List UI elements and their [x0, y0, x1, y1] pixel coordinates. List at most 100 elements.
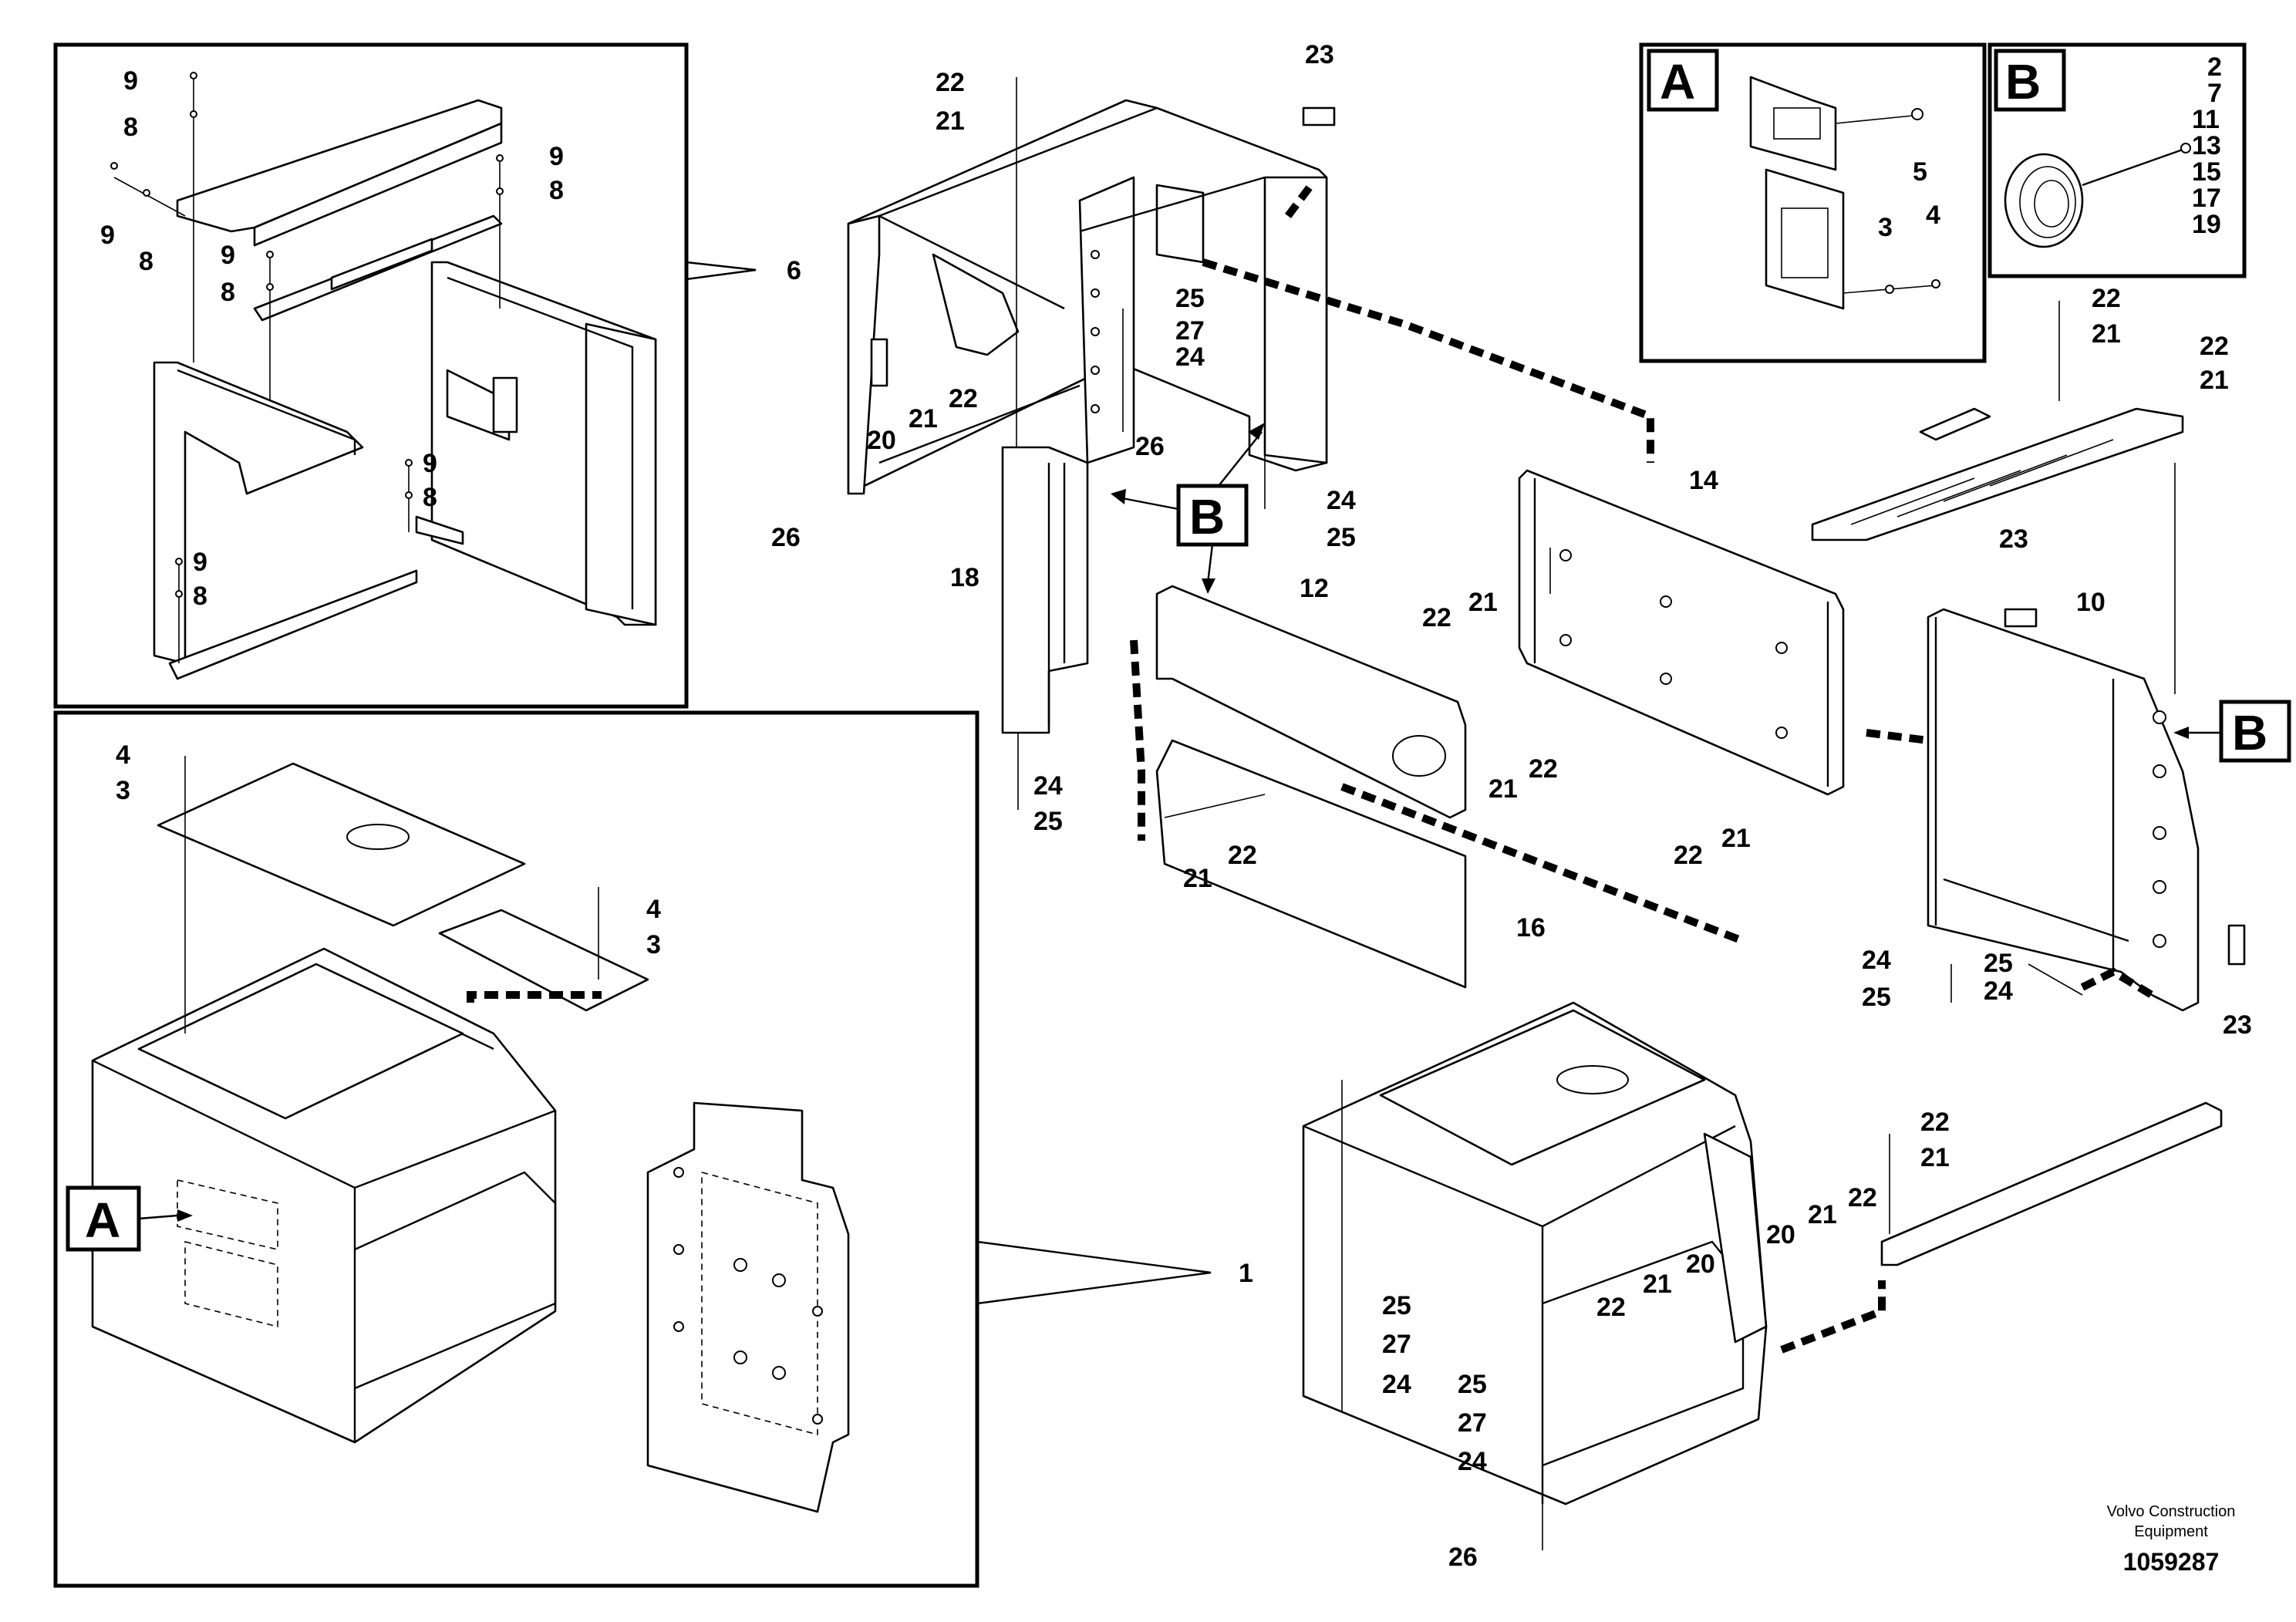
label-7: 7: [2207, 79, 2222, 108]
lower-inset-labels: 4 3 4 3: [116, 740, 661, 959]
label-22: 22: [1596, 1293, 1626, 1322]
label-9: 9: [423, 449, 437, 478]
label-20: 20: [1766, 1220, 1795, 1249]
footer: Volvo Construction Equipment 1059287: [2107, 1503, 2236, 1576]
label-26: 26: [1135, 432, 1165, 461]
label-22: 22: [936, 68, 965, 97]
label-4: 4: [646, 895, 661, 924]
callout-a-inset: A: [66, 1185, 193, 1252]
label-25: 25: [1175, 284, 1205, 313]
label-21: 21: [1920, 1143, 1950, 1172]
label-22: 22: [1848, 1183, 1877, 1212]
callout-letter: B: [2005, 54, 2041, 110]
label-8: 8: [193, 582, 207, 611]
label-8: 8: [123, 113, 138, 142]
main-exploded-view: B B 22 21 23 6 25 27 24 20 21: [771, 40, 2291, 1572]
upper-inset-labels: 9 8 9 8 9 8 9 8 9 8 9 8: [100, 66, 564, 611]
label-2: 2: [2207, 52, 2222, 82]
callout-letter: A: [85, 1192, 120, 1248]
label-3: 3: [1878, 213, 1893, 242]
label-4: 4: [116, 740, 130, 770]
label-14: 14: [1689, 466, 1718, 495]
label-24: 24: [1862, 946, 1891, 975]
label-22: 22: [1920, 1108, 1950, 1137]
label-21: 21: [909, 404, 938, 433]
label-13: 13: [2192, 131, 2221, 160]
label-27: 27: [1458, 1408, 1487, 1438]
label-12: 12: [1300, 574, 1329, 603]
label-27: 27: [1382, 1330, 1411, 1359]
company-name-line2: Equipment: [2134, 1523, 2208, 1540]
label-23: 23: [1999, 524, 2028, 554]
label-24: 24: [1033, 771, 1063, 801]
label-1: 1: [1239, 1259, 1253, 1288]
label-9: 9: [549, 142, 564, 171]
label-24: 24: [1175, 342, 1205, 372]
label-21: 21: [1468, 588, 1498, 617]
label-8: 8: [221, 278, 235, 307]
callout-b-main-left: B: [1111, 423, 1265, 594]
label-11: 11: [2192, 105, 2220, 134]
label-21: 21: [1808, 1200, 1837, 1229]
label-8: 8: [139, 247, 153, 276]
label-22: 22: [2200, 332, 2229, 361]
label-5: 5: [1913, 157, 1927, 187]
inset-connector: [976, 1240, 1212, 1305]
callout-b-main-right: B: [2173, 700, 2291, 763]
inset-connector: [686, 261, 757, 281]
label-20: 20: [1686, 1249, 1715, 1279]
label-9: 9: [193, 548, 207, 577]
label-27: 27: [1175, 316, 1205, 346]
label-25: 25: [1327, 523, 1356, 552]
label-21: 21: [2092, 319, 2121, 349]
label-21: 21: [936, 106, 965, 136]
label-15: 15: [2192, 157, 2221, 187]
label-18: 18: [950, 563, 979, 592]
label-23: 23: [2223, 1010, 2252, 1040]
callout-letter: B: [1189, 489, 1225, 545]
label-24: 24: [1984, 976, 2013, 1006]
label-25: 25: [1458, 1370, 1487, 1399]
label-25: 25: [1862, 983, 1891, 1012]
label-21: 21: [2200, 366, 2229, 395]
label-25: 25: [1382, 1291, 1411, 1320]
detail-box-a: A 5 3 4: [1639, 42, 1987, 363]
label-22: 22: [1228, 841, 1257, 870]
label-24: 24: [1458, 1447, 1487, 1476]
lower-inset-panel: A 4 3 4 3: [53, 710, 1212, 1588]
label-21: 21: [1183, 864, 1212, 893]
label-9: 9: [100, 221, 115, 250]
label-21: 21: [1489, 774, 1518, 804]
label-10: 10: [2076, 588, 2106, 617]
label-26: 26: [1448, 1543, 1478, 1572]
label-8: 8: [423, 483, 437, 512]
label-20: 20: [867, 426, 896, 455]
label-9: 9: [123, 66, 138, 96]
label-21: 21: [1721, 824, 1751, 853]
label-22: 22: [1529, 754, 1558, 784]
label-3: 3: [116, 776, 130, 805]
label-21: 21: [1643, 1270, 1672, 1299]
document-number: 1059287: [2123, 1548, 2220, 1576]
label-9: 9: [221, 241, 235, 270]
label-24: 24: [1327, 486, 1356, 515]
callout-letter: B: [2232, 705, 2267, 760]
company-name: Volvo Construction: [2107, 1503, 2236, 1520]
label-22: 22: [949, 384, 978, 413]
label-4: 4: [1926, 201, 1940, 230]
label-24: 24: [1382, 1370, 1411, 1399]
label-8: 8: [549, 176, 564, 205]
callout-letter: A: [1660, 54, 1695, 110]
label-19: 19: [2192, 210, 2221, 239]
label-6: 6: [787, 256, 801, 285]
label-22: 22: [1422, 603, 1451, 632]
upper-inset-panel: 9 8 9 8 9 8 9 8 9 8 9 8: [53, 42, 757, 709]
detail-box-b: B 2 7 11 13 15 17 19: [1988, 42, 2247, 278]
label-16: 16: [1516, 913, 1546, 943]
label-25: 25: [1984, 949, 2013, 978]
label-22: 22: [2092, 284, 2121, 313]
label-3: 3: [646, 930, 661, 959]
label-23: 23: [1305, 40, 1334, 69]
label-22: 22: [1674, 841, 1703, 870]
